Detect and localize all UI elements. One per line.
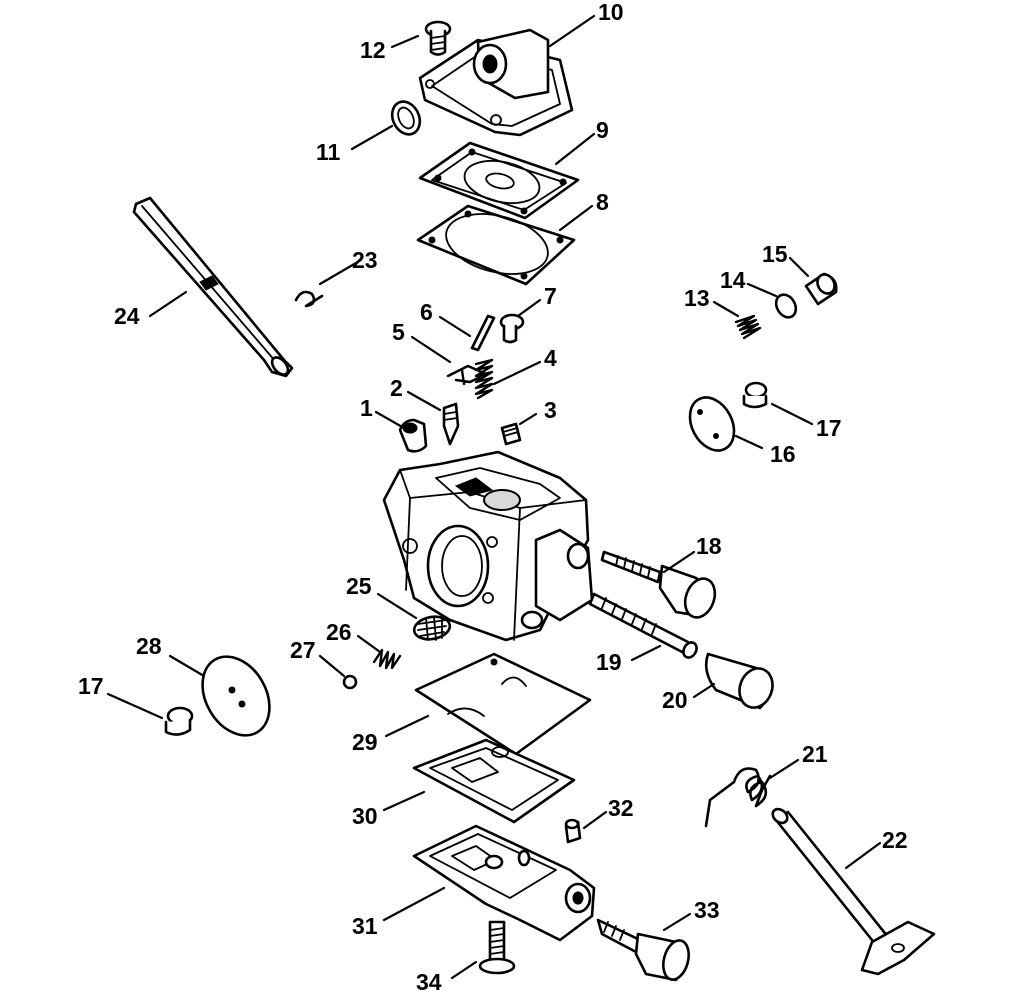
callout-labels: 12 10 11 9 8 23 24 6 7 5 4 2 3 1 15 14 1… [78, 0, 908, 995]
callout-8: 8 [596, 189, 609, 215]
callout-2: 2 [390, 375, 403, 401]
part-8-gasket [416, 204, 576, 286]
part-10-pump-cover [418, 28, 574, 137]
callout-26: 26 [326, 619, 352, 645]
part-34-screw [478, 920, 516, 975]
callout-21: 21 [802, 741, 828, 767]
callout-5: 5 [392, 319, 405, 345]
part-32-small-plug [564, 818, 582, 844]
part-26-spring [372, 648, 402, 670]
callout-28: 28 [136, 633, 162, 659]
callout-12: 12 [360, 37, 386, 63]
callout-7: 7 [544, 283, 557, 309]
callout-20: 20 [662, 687, 688, 713]
callout-14: 14 [720, 267, 746, 293]
part-17-screw-right [742, 381, 768, 409]
callout-13: 13 [684, 285, 710, 311]
part-33-adjusting-screw [596, 918, 690, 982]
part-11-o-ring [390, 100, 422, 136]
part-1-plug [398, 418, 428, 453]
callout-18: 18 [696, 533, 722, 559]
part-24-throttle-shaft [132, 196, 294, 378]
callout-3: 3 [544, 397, 557, 423]
part-9-pump-diaphragm [418, 141, 580, 220]
part-16-cover-plate [688, 396, 736, 452]
callout-24: 24 [114, 303, 140, 329]
part-3-set-screw [500, 422, 522, 446]
part-31-metering-cover [412, 824, 596, 942]
callout-34: 34 [416, 969, 442, 995]
part-22-choke-shaft [771, 807, 936, 976]
part-17-screw-left [164, 706, 194, 736]
leader-lines [106, 14, 882, 980]
callout-10: 10 [598, 0, 624, 25]
part-7-screw [499, 313, 525, 344]
callout-4: 4 [544, 345, 557, 371]
part-27-ball [342, 674, 358, 690]
part-12-screw [424, 20, 452, 56]
part-18-adjusting-screw [600, 550, 717, 619]
callout-25: 25 [346, 573, 372, 599]
part-14-o-ring [774, 293, 798, 319]
part-23-clip [294, 290, 324, 308]
part-28-cover-plate [201, 655, 271, 737]
callout-6: 6 [420, 299, 433, 325]
callout-22: 22 [882, 827, 908, 853]
part-20-cap [704, 652, 774, 710]
callout-16: 16 [770, 441, 796, 467]
part-19-adjusting-screw [588, 592, 698, 659]
callout-30: 30 [352, 803, 378, 829]
part-29-metering-diaphragm [414, 652, 592, 756]
callout-32: 32 [608, 795, 634, 821]
callout-9: 9 [596, 117, 609, 143]
part-4-spring [474, 358, 494, 400]
carburetor-body [382, 450, 594, 642]
callout-33: 33 [694, 897, 720, 923]
callout-31: 31 [352, 913, 378, 939]
part-25-strainer [412, 615, 452, 641]
callout-29: 29 [352, 729, 378, 755]
part-30-gasket [412, 738, 576, 824]
callout-23: 23 [352, 247, 378, 273]
callout-11: 11 [316, 139, 341, 165]
part-2-inlet-needle [442, 402, 460, 446]
part-13-spring [734, 314, 762, 340]
callout-27: 27 [290, 637, 316, 663]
callout-15: 15 [762, 241, 788, 267]
part-6-pin [470, 314, 496, 352]
callout-19: 19 [596, 649, 622, 675]
part-21-torsion-spring [704, 767, 772, 828]
callout-17-left: 17 [78, 673, 104, 699]
callout-1: 1 [360, 395, 373, 421]
part-15-plug [804, 272, 838, 306]
callout-17-right: 17 [816, 415, 842, 441]
